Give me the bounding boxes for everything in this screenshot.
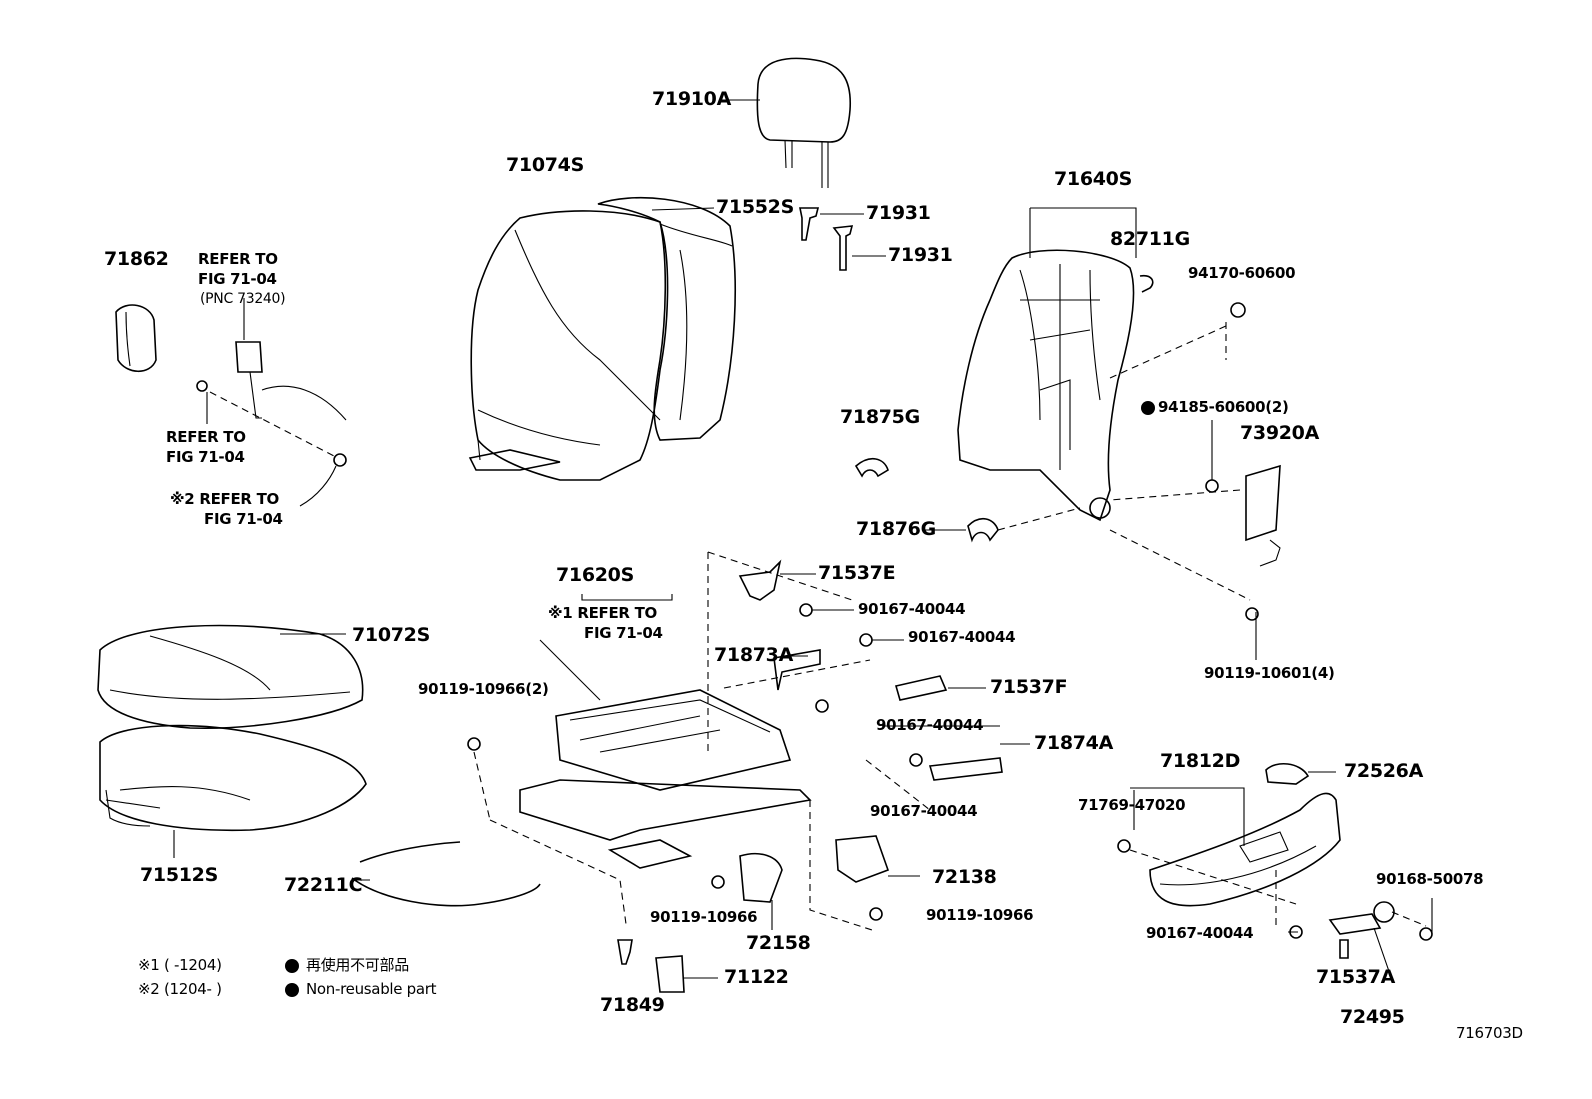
label-71552S: 71552S <box>716 196 794 218</box>
label-71122: 71122 <box>724 966 789 988</box>
label-90167-40044-c: 90167-40044 <box>876 716 984 734</box>
label-72138: 72138 <box>932 866 997 888</box>
seat-adjuster-drawing <box>473 594 931 931</box>
label-71910A: 71910A <box>652 88 732 110</box>
refer-label-4-line1: ※1 REFER TO <box>548 604 657 622</box>
note-2: ※2 (1204- ) <box>138 980 222 998</box>
label-71876G: 71876G <box>856 518 936 540</box>
legend-dot-jp <box>285 959 299 973</box>
label-72158: 72158 <box>746 932 811 954</box>
bolts-drawing <box>467 603 1433 941</box>
label-71537F: 71537F <box>990 676 1068 698</box>
headrest-guides-drawing <box>799 207 886 271</box>
label-71074S: 71074S <box>506 154 584 176</box>
note-1: ※1 ( -1204) <box>138 956 222 974</box>
label-71640S: 71640S <box>1054 168 1132 190</box>
refer-label-3-line1: ※2 REFER TO <box>170 490 279 508</box>
label-90167-40044-d: 90167-40044 <box>870 802 978 820</box>
stopper-drawing <box>617 939 718 993</box>
label-72495: 72495 <box>1340 1006 1405 1028</box>
label-94170-60600: 94170-60600 <box>1188 264 1296 282</box>
headrest-drawing <box>722 57 852 188</box>
label-71812D: 71812D <box>1160 750 1241 772</box>
label-71849: 71849 <box>600 994 665 1016</box>
label-71931-lower: 71931 <box>888 244 953 266</box>
diagram-id: 716703D <box>1456 1024 1523 1042</box>
label-90119-10966-a: 90119-10966 <box>650 908 758 926</box>
refer-label-1-line3: (PNC 73240) <box>200 291 286 307</box>
legend-english: Non-reusable part <box>306 980 437 998</box>
wire-drawing <box>351 841 541 907</box>
refer-label-4-line2: FIG 71-04 <box>584 624 663 642</box>
refer-label-1-line2: FIG 71-04 <box>198 270 277 288</box>
label-72211C: 72211C <box>284 874 363 896</box>
refer-label-3-line2: FIG 71-04 <box>204 510 283 528</box>
refer-label-2-line1: REFER TO <box>166 428 246 446</box>
label-73920A: 73920A <box>1240 422 1320 444</box>
label-90167-40044-b: 90167-40044 <box>908 628 1016 646</box>
label-72526A: 72526A <box>1344 760 1424 782</box>
seat-back-drawing <box>468 196 736 481</box>
label-71072S: 71072S <box>352 624 430 646</box>
label-71620S: 71620S <box>556 564 634 586</box>
label-82711G: 82711G <box>1110 228 1190 250</box>
label-71537E: 71537E <box>818 562 896 584</box>
label-71875G: 71875G <box>840 406 920 428</box>
label-90119-10601: 90119-10601(4) <box>1204 664 1335 682</box>
brackets-drawing <box>707 551 1030 781</box>
label-71512S: 71512S <box>140 864 218 886</box>
seat-back-frame-drawing <box>957 207 1154 522</box>
label-90167-40044-e: 90167-40044 <box>1146 924 1254 942</box>
non-reusable-dot <box>1141 401 1155 415</box>
side-cover-drawing <box>1129 763 1427 981</box>
label-90168-50078: 90168-50078 <box>1376 870 1484 888</box>
label-90119-10966-b: 90119-10966 <box>926 906 1034 924</box>
legend-dot-en <box>285 983 299 997</box>
label-71862: 71862 <box>104 248 169 270</box>
legend-japanese: 再使用不可部品 <box>306 956 409 974</box>
label-71537A: 71537A <box>1316 966 1396 988</box>
label-90167-40044-a: 90167-40044 <box>858 600 966 618</box>
buckle-drawing <box>115 298 347 507</box>
refer-label-1-line1: REFER TO <box>198 250 278 268</box>
label-90119-10966-2: 90119-10966(2) <box>418 680 549 698</box>
refer-label-2-line2: FIG 71-04 <box>166 448 245 466</box>
label-71931-upper: 71931 <box>866 202 931 224</box>
cushion-drawing <box>97 624 367 858</box>
label-71769-47020: 71769-47020 <box>1078 796 1186 814</box>
label-94185-60600: 94185-60600(2) <box>1158 398 1289 416</box>
label-71874A: 71874A <box>1034 732 1114 754</box>
covers-drawing <box>854 322 1251 601</box>
label-71873A: 71873A <box>714 644 794 666</box>
